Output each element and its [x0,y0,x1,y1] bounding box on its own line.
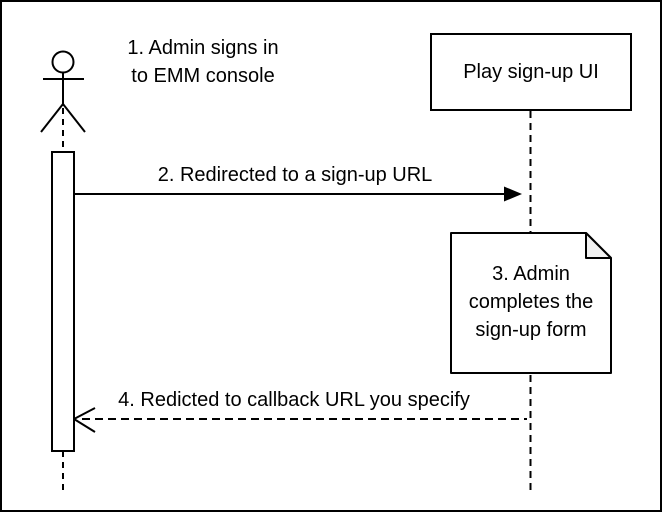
message-2-arrow [74,186,522,202]
message-2-label: 2. Redirected to a sign-up URL [157,164,433,186]
message-1-line1: 1. Admin signs in [127,37,279,59]
activation-bar [51,151,75,452]
message-1-label: 1. Admin signs in to EMM console [98,34,308,90]
play-signup-ui-box: Play sign-up UI [430,33,632,111]
note-line3: sign-up form [475,319,587,341]
note-line2: completes the [468,291,594,313]
message-4-arrow [73,407,527,433]
note-fold-corner [585,232,612,259]
message-1-line2: to EMM console [131,65,275,87]
note-line1: 3. Admin [492,263,570,285]
note-shape [450,232,612,374]
play-signup-ui-label: Play sign-up UI [463,60,599,83]
message-4-label: 4. Redicted to callback URL you specify [118,389,470,411]
actor-icon [40,50,86,133]
note-label: 3. Admin completes the sign-up form [453,260,609,344]
